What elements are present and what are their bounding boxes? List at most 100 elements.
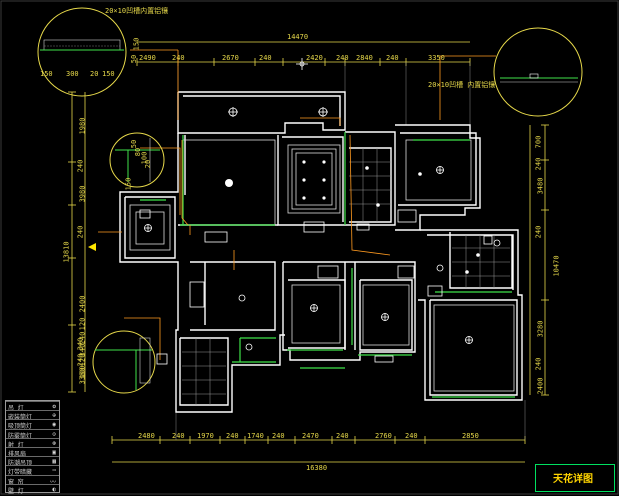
lighting-legend: 吊 灯❂嵌装筒灯⊕吸顶筒灯◉防雾筒灯⊙射 灯⊛排风扇▣防潮吊顶▦灯带暗藏┅窗 帘…	[5, 400, 60, 496]
bottom-segs-label: 240	[405, 432, 418, 440]
ml-dims-label: 150	[124, 177, 133, 191]
legend-symbol-icon: ◉	[52, 421, 56, 429]
legend-row: 壁 灯 ◐	[6, 483, 59, 496]
outer-walls	[119, 91, 523, 413]
detail-circle-mid-left	[109, 132, 165, 188]
legend-symbol-icon: 〰	[49, 478, 56, 486]
right-segs-label: 3480	[536, 177, 545, 195]
right-segs-label: 240	[534, 225, 543, 239]
detail-circle-top-right	[493, 27, 583, 117]
top-right-detail-note: 20×10凹槽 内置铝镶	[428, 81, 496, 89]
bl-dims-label: 100	[78, 365, 87, 379]
legend-row: 防雾筒灯 ⊙	[6, 428, 59, 441]
top-segs-label: 240	[386, 54, 399, 62]
tl-dims-label: 300	[66, 70, 79, 78]
legend-label: 防雾筒灯	[8, 432, 33, 440]
legend-label: 吸顶筒灯	[8, 423, 33, 431]
top-segs-label: 240	[172, 54, 185, 62]
legend-symbol-icon: ▣	[52, 449, 56, 456]
tile-grids	[182, 148, 510, 405]
ceiling-light-fixtures	[144, 107, 501, 351]
legend-symbol-icon: ▦	[52, 458, 56, 466]
left-segs-label: 3980	[78, 185, 87, 203]
left-segs-label: 1980	[78, 117, 87, 135]
drawing-title: 天花详图	[553, 474, 593, 485]
legend-row: 吸顶筒灯 ◉	[6, 419, 59, 431]
top-left-side-dim-b: 50	[130, 54, 139, 64]
legend-symbol-icon: ⊙	[52, 430, 56, 438]
legend-label: 射 灯	[8, 441, 24, 449]
top-left-detail-note: 20×10凹槽内置铝镶	[105, 7, 169, 15]
fixture-blocks	[139, 209, 493, 365]
green-light-strips	[140, 132, 515, 398]
left-total-dimension: 13810	[62, 241, 71, 263]
top-segs-label: 2840	[356, 54, 373, 62]
legend-symbol-icon: ❂	[52, 403, 56, 410]
legend-label: 防潮吊顶	[8, 460, 33, 468]
bottom-segs-label: 240	[172, 432, 185, 440]
legend-label: 灯带暗藏	[8, 469, 33, 477]
dimension-lines	[71, 41, 546, 463]
top-segs-label: 2420	[306, 54, 323, 62]
top-total-dimension: 14470	[287, 33, 309, 41]
ml-dims-label: 20	[144, 159, 153, 169]
legend-row: 吊 灯 ❂	[6, 401, 59, 413]
detail-circle-bottom-left	[92, 330, 156, 394]
detail-circle-top-left	[37, 7, 127, 97]
legend-symbol-icon: ◐	[52, 485, 56, 493]
top-segs-label: 240	[259, 54, 272, 62]
legend-label: 窗 帘	[8, 478, 24, 486]
right-segs-label: 240	[534, 157, 543, 171]
top-segs-label: 240	[336, 54, 349, 62]
legend-label: 壁 灯	[8, 487, 24, 495]
left-segs-label: 240	[76, 225, 85, 239]
downlight-dots	[225, 160, 480, 274]
bl-dims-label: 120	[78, 353, 87, 367]
legend-row: 射 灯 ⊛	[6, 437, 59, 450]
left-segs-label: 240	[76, 159, 85, 173]
bottom-total-dimension: 16380	[306, 464, 328, 472]
bottom-segs-label: 1740	[247, 432, 264, 440]
right-total-dimension: 10470	[552, 255, 561, 277]
bottom-segs-label: 2850	[462, 432, 479, 440]
ceiling-coffers	[129, 139, 515, 392]
right-segs-label: 3280	[536, 320, 545, 338]
top-left-side-dim-a: 150	[132, 37, 141, 51]
bottom-segs-label: 2760	[375, 432, 392, 440]
bottom-segs-label: 240	[336, 432, 349, 440]
legend-row: 防潮吊顶 ▦	[6, 456, 59, 468]
legend-row: 排风扇 ▣	[6, 447, 59, 459]
right-segs-label: 700	[534, 135, 543, 149]
bottom-segs-label: 2480	[138, 432, 155, 440]
left-segs-label: 2400	[78, 295, 87, 313]
top-segs-label: 2670	[222, 54, 239, 62]
legend-row: 灯带暗藏 ┅	[6, 465, 59, 477]
legend-label: 嵌装筒灯	[8, 414, 33, 422]
legend-symbol-icon: ⊛	[52, 439, 56, 447]
right-segs-label: 240	[534, 357, 543, 371]
legend-symbol-icon: ┅	[52, 467, 56, 475]
title-block: 天花详图	[535, 464, 615, 492]
north-arrow-marker	[88, 243, 96, 251]
top-segs-label: 3350	[428, 54, 445, 62]
dimension-ticks	[68, 58, 549, 444]
top-segs-label: 2490	[139, 54, 156, 62]
right-segs-label: 2400	[536, 377, 545, 395]
leader-lines	[98, 49, 496, 360]
crosshair-marker	[296, 58, 308, 70]
bottom-segs-label: 240	[226, 432, 239, 440]
legend-row: 窗 帘 〰	[6, 474, 59, 487]
legend-label: 吊 灯	[8, 405, 24, 412]
legend-row: 嵌装筒灯 ⊕	[6, 410, 59, 422]
legend-label: 排风扇	[8, 451, 27, 458]
bl-dims-label: 120	[78, 317, 87, 331]
bottom-segs-label: 240	[272, 432, 285, 440]
bottom-segs-label: 2470	[302, 432, 319, 440]
bl-dims-label: 240	[78, 331, 87, 345]
tl-dims-label: 150	[102, 70, 115, 78]
tl-dims-label: 150	[40, 70, 53, 78]
tl-dims-label: 20	[90, 70, 99, 78]
legend-symbol-icon: ⊕	[52, 412, 56, 420]
